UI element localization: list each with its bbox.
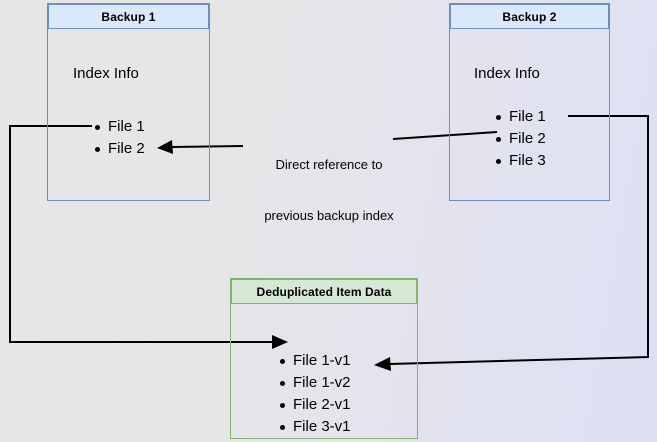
node-backup-1[interactable]: Backup 1 Index Info File 1 File 2 [47, 3, 210, 201]
edge-label-direct-reference: Direct reference to previous backup inde… [248, 122, 410, 258]
connector-backup1-to-dedup [9, 125, 288, 349]
edge-label-line-2: previous backup index [264, 208, 394, 223]
direct-reference-left-segment [171, 145, 244, 148]
list-item: File 3 [495, 150, 546, 172]
connector-direct-reference [157, 131, 498, 154]
arrowhead-into-dedup-left [272, 335, 288, 349]
list-item: File 1 [94, 116, 145, 138]
node-deduplicated-header: Deduplicated Item Data [231, 279, 417, 304]
list-item: File 2-v1 [279, 394, 351, 416]
node-deduplicated-body: File 1-v1 File 1-v2 File 2-v1 File 3-v1 [231, 304, 417, 438]
edge-label-line-1: Direct reference to [275, 157, 383, 172]
list-item: File 2 [94, 138, 145, 160]
node-deduplicated-item-data[interactable]: Deduplicated Item Data File 1-v1 File 1-… [230, 278, 418, 439]
node-backup-1-body: Index Info File 1 File 2 [48, 29, 209, 200]
node-backup-2-body: Index Info File 1 File 2 File 3 [450, 29, 609, 200]
backup-2-index-info-label: Index Info [474, 65, 540, 82]
connector-backup2-to-dedup [374, 115, 649, 371]
node-backup-2-header: Backup 2 [450, 4, 609, 29]
dedup-file-list: File 1-v1 File 1-v2 File 2-v1 File 3-v1 [279, 350, 351, 438]
list-item: File 1 [495, 106, 546, 128]
list-item: File 3-v1 [279, 416, 351, 438]
backup-2-file-list: File 1 File 2 File 3 [495, 106, 546, 172]
list-item: File 2 [495, 128, 546, 150]
arrowhead-into-dedup-right [374, 357, 391, 371]
arrowhead-direct-reference [157, 140, 173, 154]
node-backup-1-header: Backup 1 [48, 4, 209, 29]
node-backup-2[interactable]: Backup 2 Index Info File 1 File 2 File 3 [449, 3, 610, 201]
list-item: File 1-v2 [279, 372, 351, 394]
backup-1-file-list: File 1 File 2 [94, 116, 145, 160]
direct-reference-right-segment [392, 131, 498, 140]
list-item: File 1-v1 [279, 350, 351, 372]
backup-1-index-info-label: Index Info [73, 65, 139, 82]
